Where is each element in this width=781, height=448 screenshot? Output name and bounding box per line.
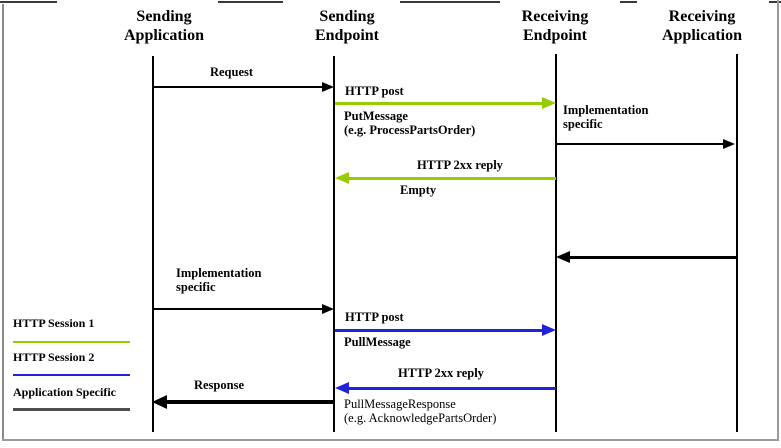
msg-http-2xx-reply2-label: HTTP 2xx reply: [398, 366, 484, 380]
frame-bottom-border: [2, 439, 779, 441]
msg-http-post1-arrowhead: [542, 97, 556, 109]
msg-return-arrowhead: [556, 251, 570, 263]
actor-sending-application: Sending Application: [123, 8, 204, 45]
actor-sending-endpoint: Sending Endpoint: [314, 8, 380, 45]
msg-impl-specific-left-label: Implementation specific: [176, 266, 262, 294]
lifeline-receiving-application: [736, 54, 738, 432]
lifeline-sending-endpoint: [333, 56, 335, 432]
msg-pull-message-response-label: PullMessageResponse (e.g. AcknowledgePar…: [344, 397, 497, 425]
frame-right-border: [777, 0, 779, 441]
lifeline-sending-application: [152, 56, 154, 432]
msg-impl-specific-right-arrow: [557, 143, 725, 145]
msg-impl-specific-left-arrow: [154, 308, 322, 310]
msg-response-arrow: [167, 400, 334, 404]
actor-receiving-application: Receiving Application: [661, 8, 742, 45]
msg-request-label: Request: [209, 65, 254, 79]
msg-request-arrow: [154, 86, 324, 88]
msg-request-arrowhead: [322, 82, 334, 92]
legend-application-specific-line: [13, 408, 130, 411]
msg-put-message-label: PutMessage (e.g. ProcessPartsOrder): [344, 109, 476, 137]
msg-impl-specific-right-arrowhead: [723, 139, 735, 149]
legend-http-session1-line: [13, 341, 130, 343]
msg-http-2xx-reply1-arrow: [349, 177, 556, 180]
msg-http-post2-label: HTTP post: [345, 310, 404, 324]
msg-response-arrowhead: [152, 395, 167, 409]
msg-http-post2-arrowhead: [542, 324, 556, 336]
legend-http-session2-line: [13, 374, 130, 376]
lifeline-receiving-endpoint: [555, 54, 557, 432]
msg-impl-specific-left-arrowhead: [322, 304, 334, 314]
msg-empty-label: Empty: [400, 183, 437, 197]
msg-http-2xx-reply1-label: HTTP 2xx reply: [417, 158, 503, 172]
legend-http-session2-label: HTTP Session 2: [13, 350, 95, 364]
msg-http-2xx-reply2-arrow: [349, 387, 556, 390]
actor-receiving-endpoint: Receiving Endpoint: [521, 8, 589, 45]
msg-http-post1-arrow: [335, 102, 544, 105]
msg-impl-specific-right-label: Implementation specific: [563, 103, 649, 131]
legend-application-specific-label: Application Specific: [13, 385, 117, 399]
msg-http-post2-arrow: [335, 329, 542, 332]
cropped-box-edge: [0, 1, 57, 3]
msg-http-post1-label: HTTP post: [345, 84, 404, 98]
frame-left-border: [2, 4, 4, 440]
cropped-box-edge: [400, 1, 500, 3]
cropped-box-edge: [769, 1, 781, 3]
msg-return-arrow: [570, 256, 737, 259]
msg-http-2xx-reply2-arrowhead: [335, 382, 349, 394]
legend-http-session1-label: HTTP Session 1: [13, 316, 95, 330]
msg-http-2xx-reply1-arrowhead: [335, 172, 349, 184]
cropped-box-edge: [620, 1, 637, 3]
msg-response-label: Response: [193, 378, 244, 392]
msg-pull-message-label: PullMessage: [344, 335, 411, 349]
cropped-box-edge: [218, 1, 283, 3]
